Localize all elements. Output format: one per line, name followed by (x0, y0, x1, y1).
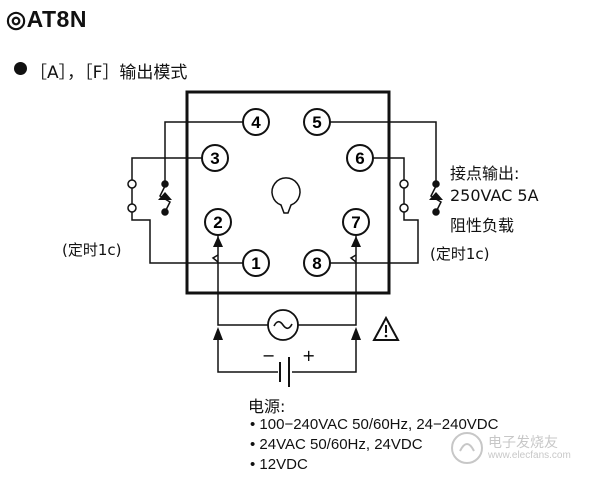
contact-output-rating: 250VAC 5A (450, 186, 539, 205)
svg-text:6: 6 (355, 149, 364, 168)
svg-text:4: 4 (251, 113, 261, 132)
power-spec-2: • 24VAC 50/60Hz, 24VDC (250, 436, 423, 453)
key-notch-icon (271, 177, 301, 214)
dc-plus-label: + (302, 346, 315, 365)
right-contact-arrow-icon (429, 192, 443, 200)
left-relay-wiring (127, 121, 243, 264)
page-title: ◎AT8N (6, 6, 87, 32)
timer-label-right: (定时1c) (430, 245, 490, 263)
site-watermark: 电子发烧友 www.elecfans.com (448, 430, 596, 466)
terminal-4: 4 (242, 108, 270, 136)
svg-text:2: 2 (213, 213, 222, 232)
terminal-8: 8 (303, 249, 331, 277)
timer-label-left: (定时1c) (62, 241, 122, 259)
terminal-2: 2 (204, 208, 232, 236)
power-spec-1: • 100−240VAC 50/60Hz, 24−240VDC (250, 416, 499, 433)
terminal-7-arrow-icon (351, 236, 361, 247)
power-spec-3: • 12VDC (250, 456, 308, 473)
bullet-dot (14, 62, 27, 75)
dc-minus-label: − (262, 346, 275, 365)
svg-text:3: 3 (210, 149, 219, 168)
watermark-logo-icon (451, 432, 483, 464)
terminal-1: 1 (242, 249, 270, 277)
battery-icon (279, 357, 290, 387)
ac-left-arrow-icon (213, 327, 223, 340)
watermark-text: 电子发烧友 (488, 435, 558, 451)
svg-text:1: 1 (251, 254, 260, 273)
svg-text:8: 8 (312, 254, 321, 273)
terminal-3: 3 (201, 144, 229, 172)
right-relay-wiring (330, 121, 442, 264)
svg-text:5: 5 (312, 113, 321, 132)
ac-sine-icon (267, 309, 299, 341)
contact-output-load: 阻性负载 (450, 216, 515, 235)
warning-triangle-icon (372, 315, 400, 341)
terminal-2-arrow-icon (213, 236, 223, 247)
watermark-url: www.elecfans.com (488, 450, 571, 461)
terminal-5: 5 (303, 108, 331, 136)
timer-body-outline (185, 90, 391, 295)
svg-text:7: 7 (351, 213, 360, 232)
power-wiring (211, 235, 357, 373)
ac-right-arrow-icon (351, 327, 361, 340)
terminal-6: 6 (346, 144, 374, 172)
output-mode-subtitle: ［A］，［F］输出模式 (30, 63, 188, 83)
contact-output-title: 接点输出: (450, 164, 520, 183)
terminal-7: 7 (342, 208, 370, 236)
left-contact-arrow-icon (158, 192, 172, 200)
power-supply-title: 电源: (248, 397, 286, 416)
